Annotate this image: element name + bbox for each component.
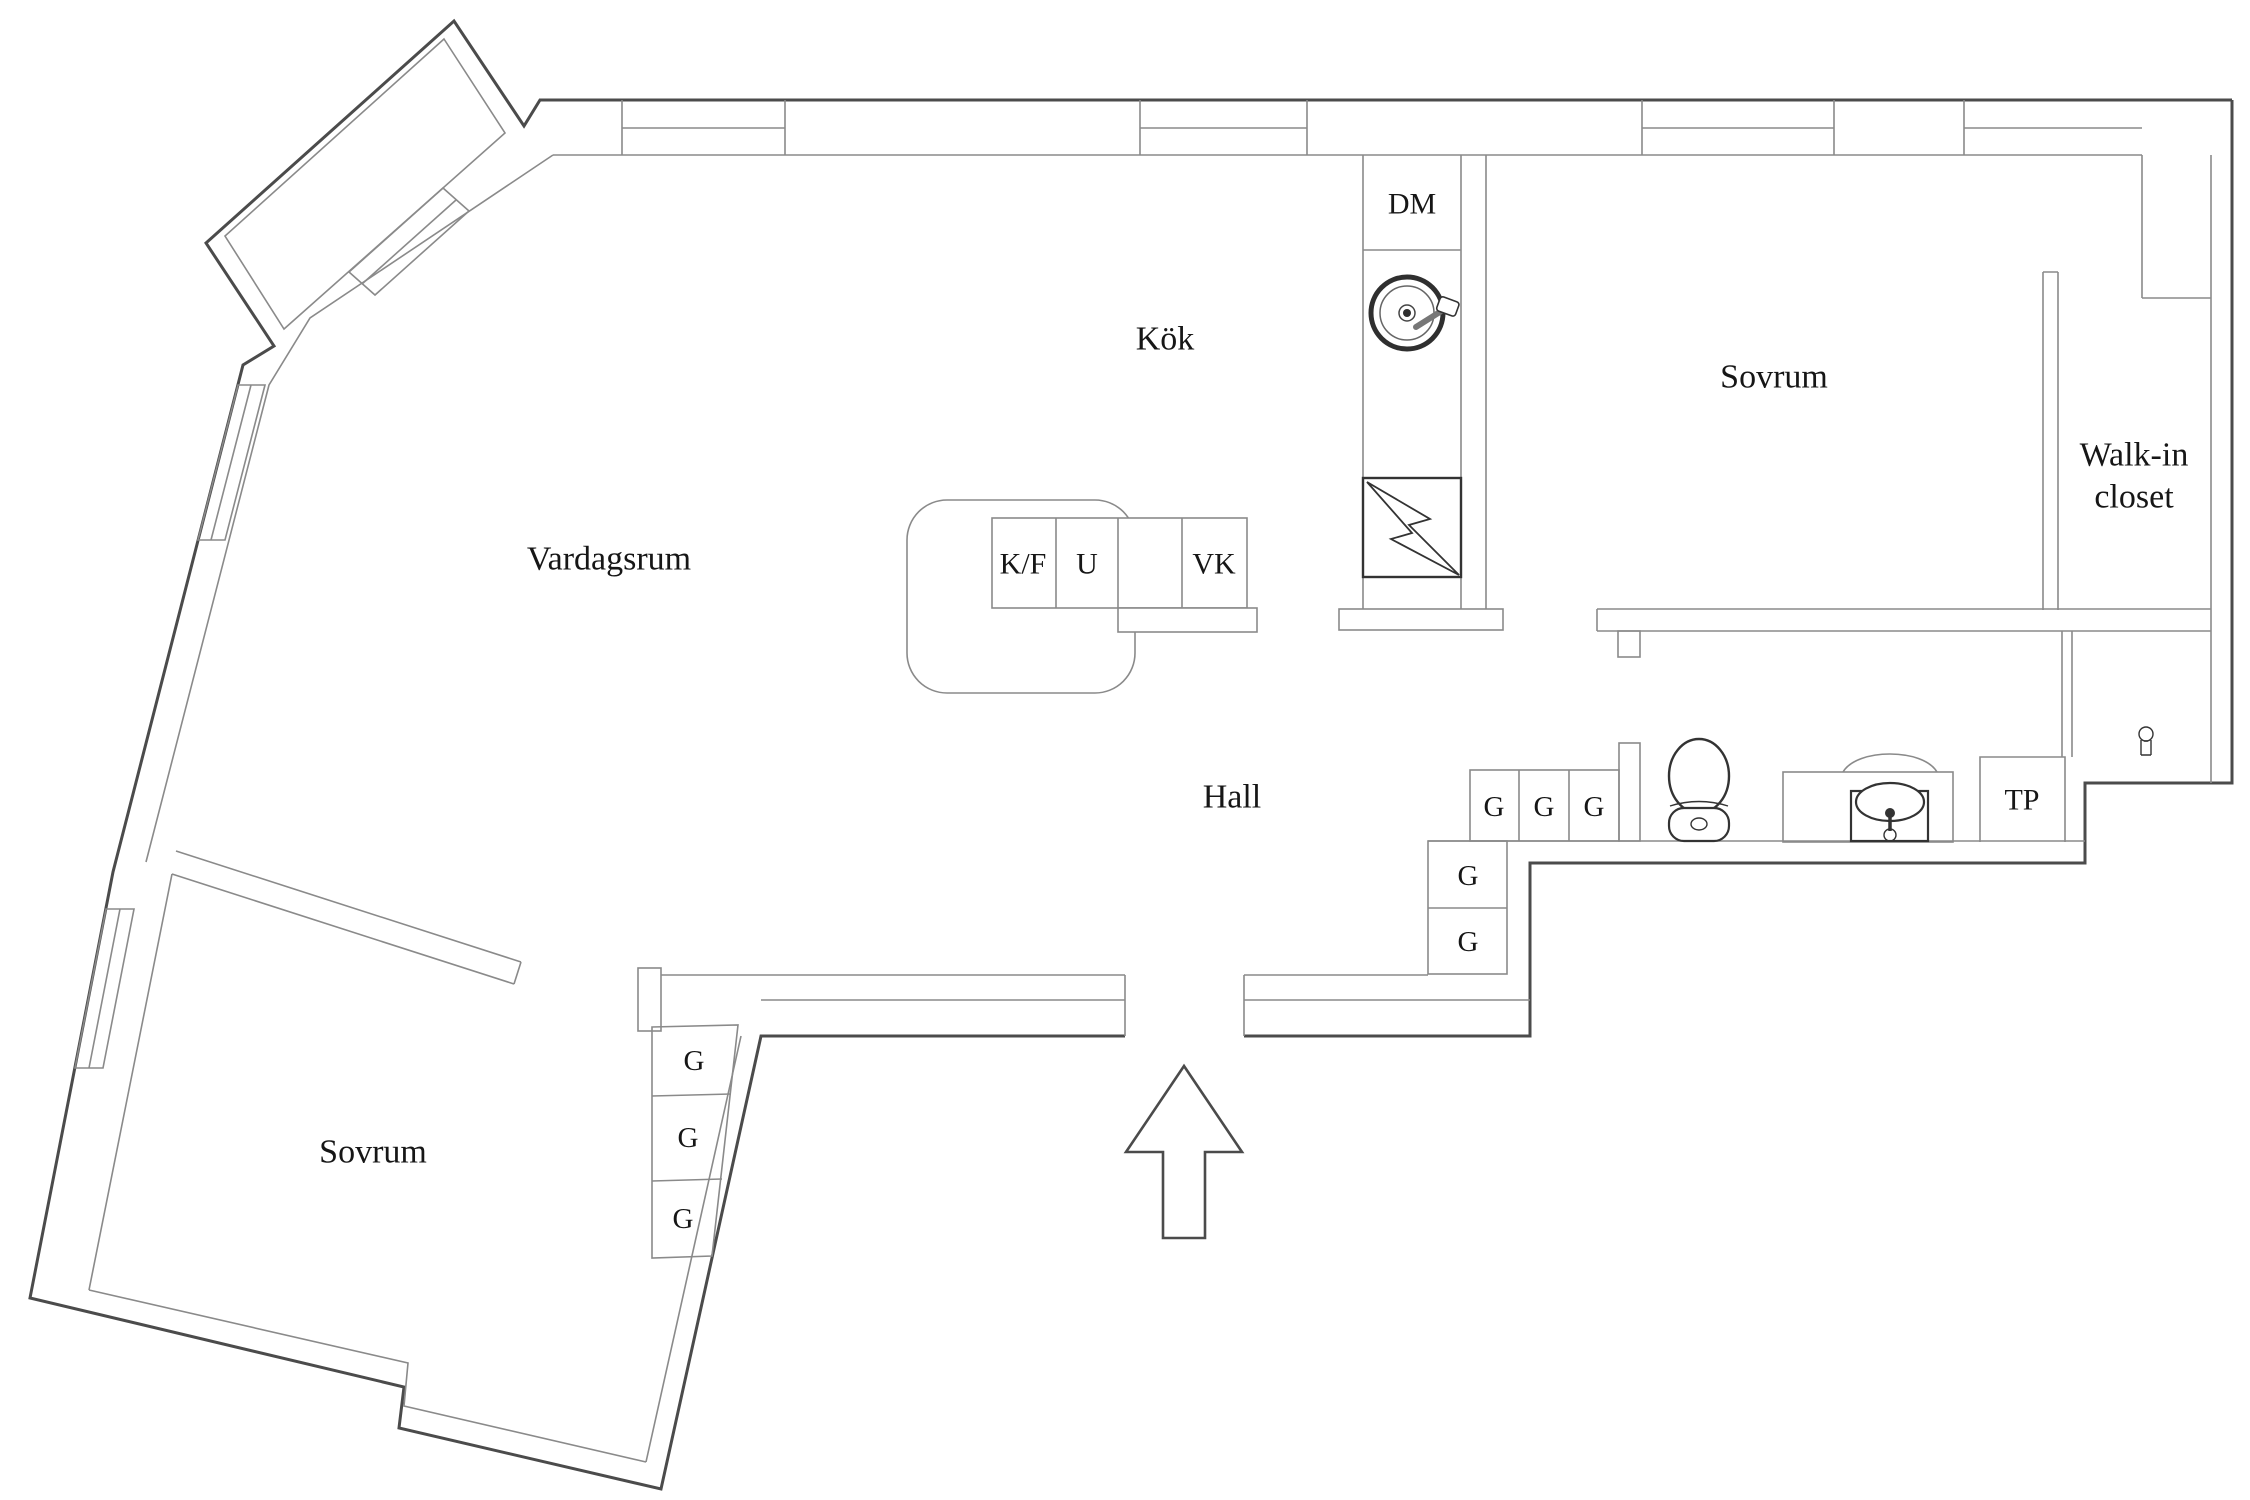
wing-wall-inner (645, 1035, 742, 1463)
dishwasher-label: DM (1388, 188, 1436, 221)
door-jamb (637, 967, 662, 1032)
wardrobe-label: G (1584, 791, 1605, 823)
oven-label: U (1076, 548, 1098, 581)
window-icon (621, 100, 2142, 155)
drying-cabinet: TP (1979, 631, 2073, 842)
entry-arrow-icon (1123, 1063, 1245, 1240)
shower-tap-icon (2138, 726, 2154, 756)
wardrobe-label: G (1534, 791, 1555, 823)
wardrobe-label: G (1458, 926, 1479, 958)
bath-zone: G G G G G TP (1427, 631, 2154, 975)
drying-cabinet-label: TP (2004, 784, 2039, 817)
appliance-row (991, 517, 1248, 609)
bay-structure (145, 37, 554, 863)
wardrobe-label: G (678, 1122, 699, 1154)
bay-window (347, 186, 471, 297)
toilet-icon (1667, 737, 1731, 843)
wardrobe-label: G (1484, 791, 1505, 823)
kitchen-island: K/F U VK (906, 499, 1258, 694)
west-wall (74, 384, 647, 1463)
counter-strip (1117, 607, 1258, 633)
walkin-divider-wall (2042, 271, 2059, 610)
fridge-freezer-label: K/F (1000, 548, 1047, 581)
svg-text:closet: closet (2094, 479, 2174, 516)
entry-wall (661, 974, 1530, 1036)
walkin-closet-label: Walk-in closet (2080, 437, 2189, 516)
svg-text:Walk-in: Walk-in (2080, 437, 2189, 474)
entry-door-jambs (1124, 975, 1245, 1036)
wardrobe-label: G (1458, 860, 1479, 892)
living-room-label: Vardagsrum (527, 541, 691, 578)
hall-label: Hall (1203, 779, 1262, 816)
wardrobe-label: G (684, 1045, 705, 1077)
lightning-bolt-icon (1361, 476, 1463, 579)
kitchen-sink-icon (1368, 274, 1460, 352)
wall-stub (1618, 742, 1641, 842)
window-icon (74, 384, 267, 1069)
shaft (2141, 155, 2211, 299)
north-wall (553, 100, 2142, 156)
bathroom-sink-icon (1782, 753, 1954, 843)
living-bedroom-wall (171, 850, 662, 1032)
bedroom-left-label: Sovrum (319, 1134, 427, 1171)
water-heater-label: VK (1192, 548, 1236, 581)
counter-end (1338, 608, 1504, 631)
kitchen-label: Kök (1136, 321, 1195, 358)
exterior-wall-outline (28, 18, 2234, 1491)
bedroom-right-label: Sovrum (1720, 359, 1828, 396)
bedroom-right-walls (1596, 155, 2212, 783)
kitchen-column: DM (1338, 155, 1504, 631)
wardrobe-column: G G G (651, 1024, 739, 1259)
wardrobe-label: G (673, 1203, 694, 1235)
